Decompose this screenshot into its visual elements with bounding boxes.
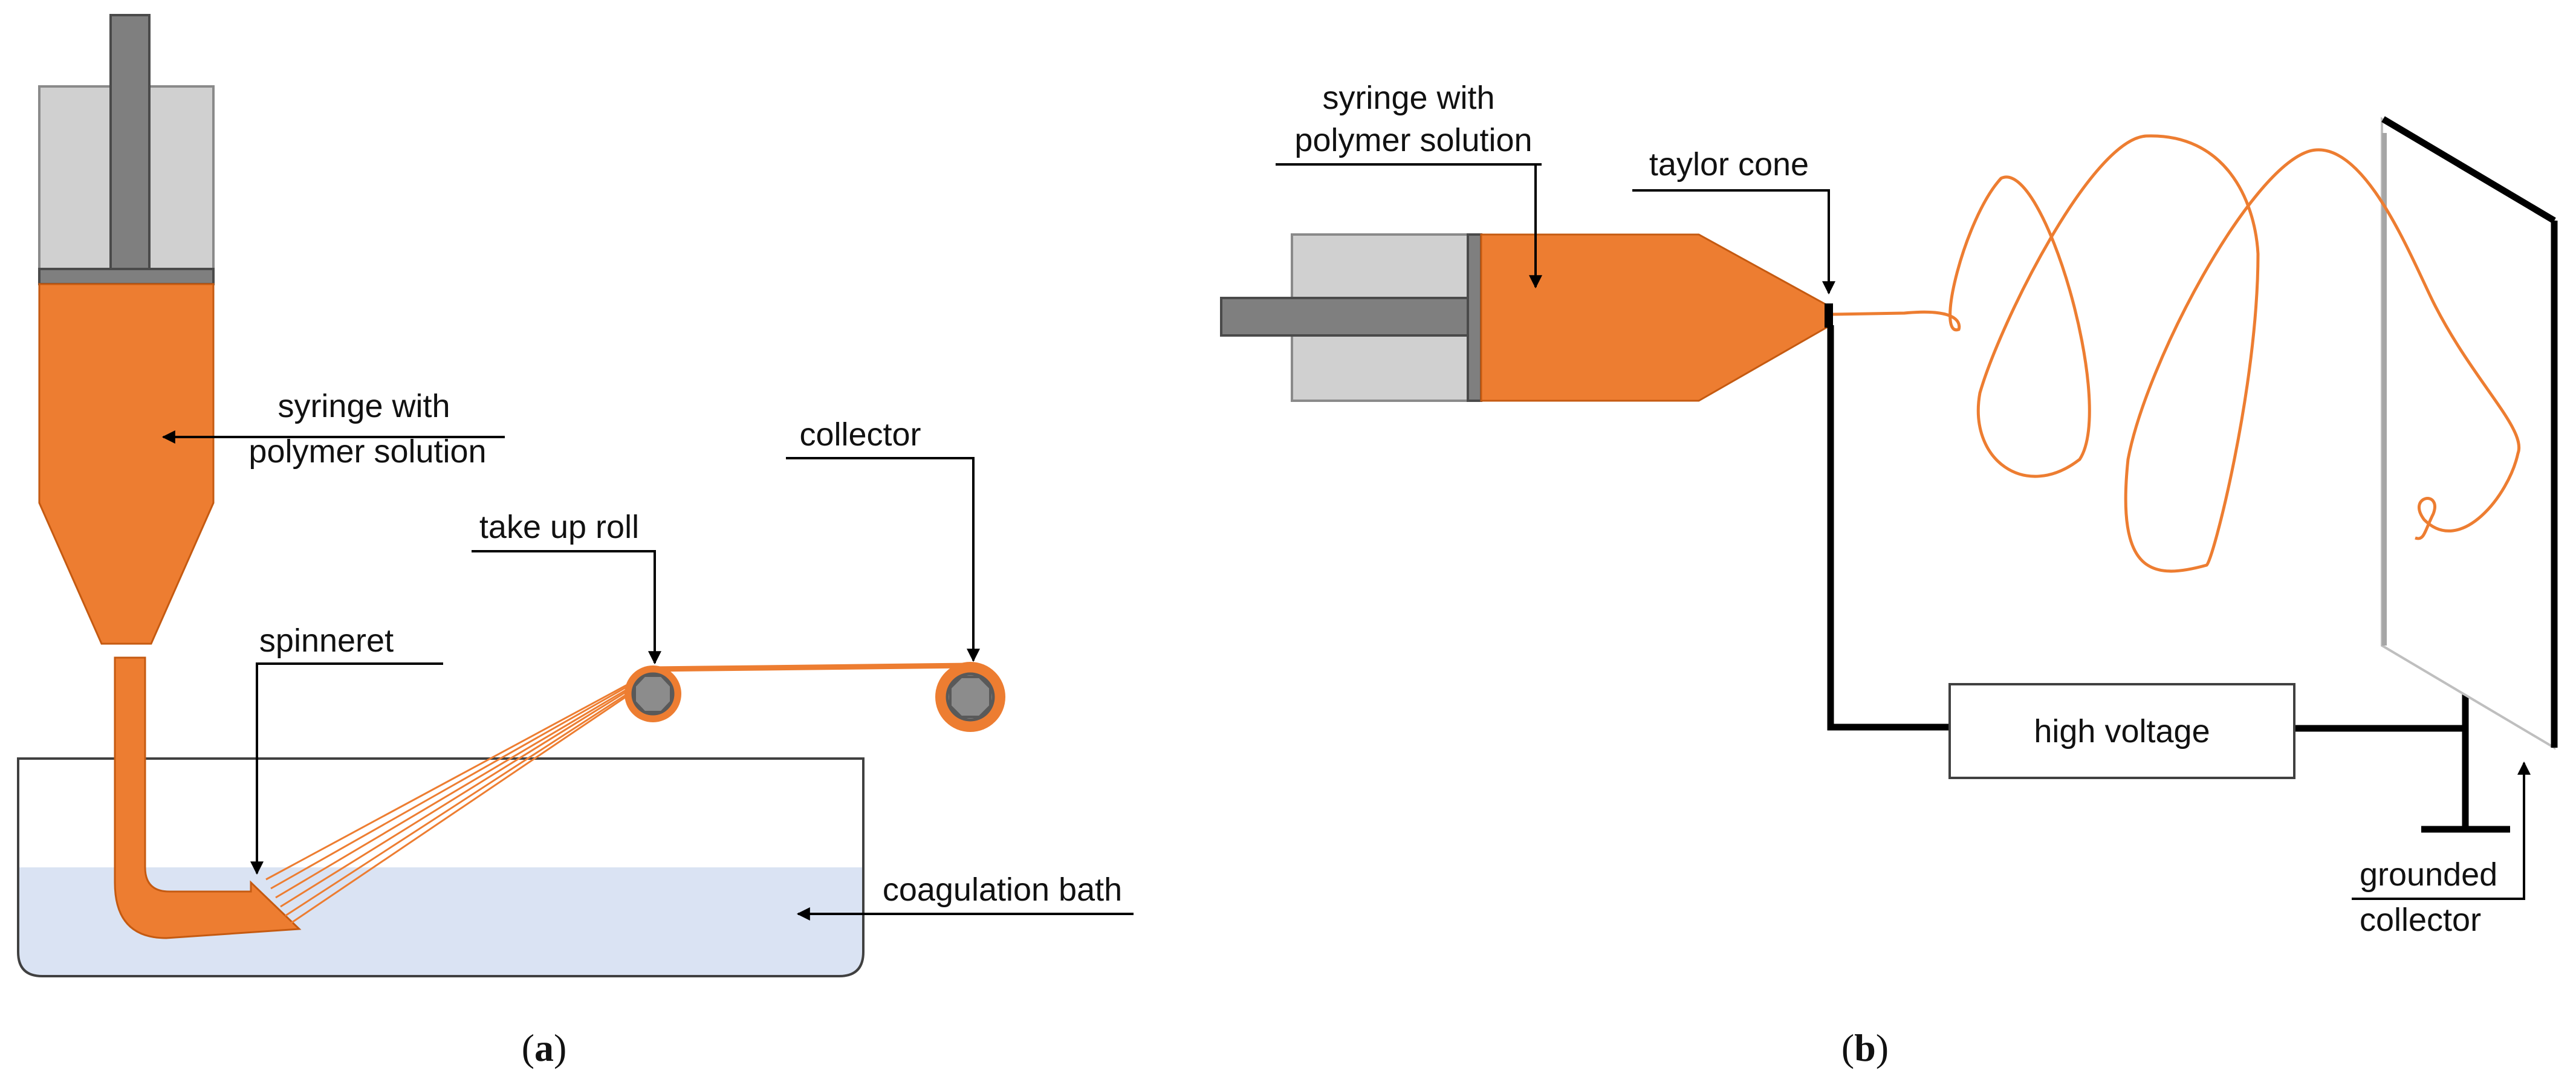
plunger-disc [38,268,215,285]
fiber-jet [1832,134,2521,573]
taylor-cone-leader [1632,189,1835,295]
spinneret-label: spinneret [259,623,394,659]
bath-outline [17,757,865,977]
coagulation-bath-label: coagulation bath [883,872,1122,908]
syringe-b [1220,233,1832,402]
high-voltage-label: high voltage [2034,713,2210,749]
spinneret [114,656,302,939]
grounded-collector-label-line2: collector [2360,902,2481,938]
spinneret-leader [250,662,443,875]
collector-label-leader [786,457,980,662]
collector-label: collector [799,416,921,453]
syringe-label-line2: polymer solution [248,433,486,470]
plunger-rod-front [109,14,151,270]
syringe-b-label-line1: syringe with [1322,80,1494,116]
caption-a: (a) [522,1026,567,1069]
grounded-collector-leader [2352,761,2531,900]
polymer-solution [38,283,215,645]
plunger-disc-b [1467,233,1482,402]
take-up-roll [625,665,681,722]
plunger-rod-b-front [1220,297,1472,337]
circuit-wire [1827,325,2510,833]
caption-b: (b) [1841,1026,1889,1069]
grounded-collector-label-line1: grounded [2360,856,2497,893]
taylor-cone-label: taylor cone [1649,146,1809,183]
fiber-bundle [265,670,656,925]
fiber-between-rolls [652,662,971,672]
take-up-roll-leader [472,550,661,665]
syringe-a [38,14,215,645]
syringe-b-label-line2: polymer solution [1294,122,1532,158]
collector-roll [935,662,1005,732]
syringe-label-line1: syringe with [277,388,450,424]
panel-b: high voltage syringe with polymer soluti… [1220,80,2558,1069]
polymer-solution-b [1480,233,1832,402]
grounded-collector-plate [2381,116,2558,750]
taylor-cone-tip [1825,303,1833,328]
high-voltage-source: high voltage [1948,683,2295,779]
take-up-roll-label: take up roll [479,509,639,545]
panel-a: syringe with polymer solution collector … [17,14,1134,1069]
